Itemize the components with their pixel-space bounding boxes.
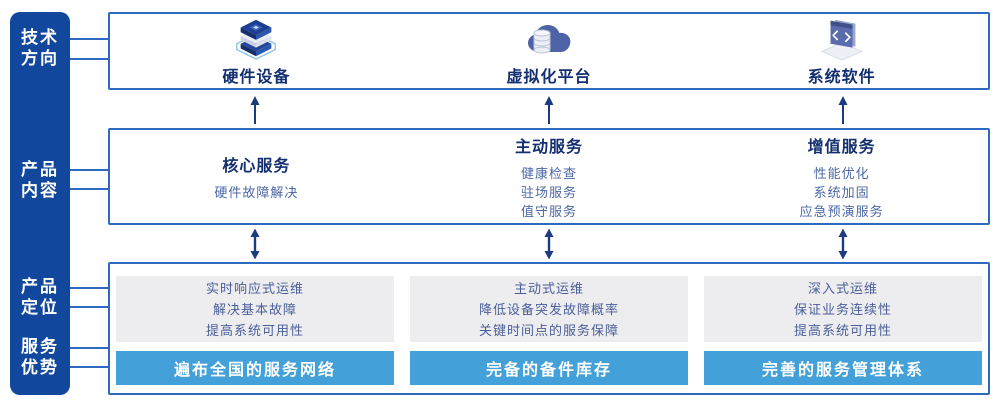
service-item-list: 健康检查驻场服务值守服务 bbox=[521, 164, 577, 221]
product-content-box: 核心服务 硬件故障解决 主动服务 健康检查驻场服务值守服务 增值服务 性能优化系… bbox=[108, 128, 990, 225]
positioning-panel: 实时响应式运维解决基本故障提高系统可用性 bbox=[116, 276, 394, 342]
tech-label-software: 系统软件 bbox=[807, 69, 876, 86]
positioning-point: 保证业务连续性 bbox=[793, 301, 892, 317]
service-item: 驻场服务 bbox=[521, 184, 578, 200]
service-item: 性能优化 bbox=[813, 165, 870, 181]
up-arrow-icon bbox=[247, 95, 263, 125]
positioning-panel: 主动式运维降低设备突发故障概率关键时间点的服务保障 bbox=[410, 276, 688, 342]
connector-line bbox=[70, 347, 108, 349]
service-item: 硬件故障解决 bbox=[214, 184, 299, 200]
service-column-core: 核心服务 硬件故障解决 bbox=[110, 130, 403, 223]
connector-line bbox=[70, 287, 108, 289]
double-arrow-icon bbox=[541, 228, 557, 260]
positioning-column-deep: 深入式运维保证业务连续性提高系统可用性 完善的服务管理体系 bbox=[704, 276, 982, 385]
service-item-list: 硬件故障解决 bbox=[214, 183, 298, 202]
advantage-banner: 完备的备件库存 bbox=[410, 351, 688, 385]
positioning-point: 解决基本故障 bbox=[212, 301, 297, 317]
positioning-point: 深入式运维 bbox=[807, 280, 878, 296]
service-item: 系统加固 bbox=[813, 184, 870, 200]
service-item-list: 性能优化系统加固应急预演服务 bbox=[800, 164, 884, 221]
connector-line bbox=[70, 169, 108, 171]
tech-column-hardware: 硬件设备 bbox=[110, 14, 403, 88]
code-window-icon bbox=[820, 19, 864, 61]
positioning-point: 实时响应式运维 bbox=[205, 280, 304, 296]
service-column-proactive: 主动服务 健康检查驻场服务值守服务 bbox=[403, 130, 696, 223]
connector-line bbox=[70, 366, 108, 368]
connector-line bbox=[70, 188, 108, 190]
positioning-point: 主动式运维 bbox=[513, 280, 584, 296]
service-title: 主动服务 bbox=[515, 138, 584, 156]
sidebar-label-product-content: 产品 内容 bbox=[21, 160, 59, 200]
sidebar: 技术 方向 产品 内容 产品 定位 服务 优势 bbox=[10, 12, 70, 395]
positioning-column-realtime: 实时响应式运维解决基本故障提高系统可用性 遍布全国的服务网络 bbox=[116, 276, 394, 385]
cloud-database-icon bbox=[528, 25, 571, 54]
service-item: 应急预演服务 bbox=[799, 203, 884, 219]
sidebar-label-product-positioning: 产品 定位 bbox=[21, 277, 59, 317]
connector-line bbox=[70, 306, 108, 308]
positioning-point: 关键时间点的服务保障 bbox=[478, 322, 619, 338]
positioning-column-proactive: 主动式运维降低设备突发故障概率关键时间点的服务保障 完备的备件库存 bbox=[410, 276, 688, 385]
service-title: 核心服务 bbox=[222, 157, 291, 175]
positioning-point: 提高系统可用性 bbox=[205, 322, 304, 338]
service-item: 值守服务 bbox=[521, 203, 578, 219]
service-column-value-added: 增值服务 性能优化系统加固应急预演服务 bbox=[695, 130, 988, 223]
advantage-banner: 遍布全国的服务网络 bbox=[116, 351, 394, 385]
positioning-point: 提高系统可用性 bbox=[793, 322, 892, 338]
tech-label-virtualization: 虚拟化平台 bbox=[506, 69, 592, 86]
advantage-banner: 完善的服务管理体系 bbox=[704, 351, 982, 385]
up-arrow-icon bbox=[835, 95, 851, 125]
product-positioning-box: 实时响应式运维解决基本故障提高系统可用性 遍布全国的服务网络 主动式运维降低设备… bbox=[108, 262, 990, 395]
service-title: 增值服务 bbox=[807, 138, 876, 156]
sidebar-label-service-advantage: 服务 优势 bbox=[21, 337, 59, 377]
connector-line bbox=[70, 38, 108, 40]
positioning-panel: 深入式运维保证业务连续性提高系统可用性 bbox=[704, 276, 982, 342]
up-arrow-icon bbox=[541, 95, 557, 125]
double-arrow-icon bbox=[835, 228, 851, 260]
sidebar-label-tech-direction: 技术 方向 bbox=[21, 28, 59, 68]
service-item: 健康检查 bbox=[521, 165, 578, 181]
tech-label-hardware: 硬件设备 bbox=[222, 69, 291, 86]
tech-direction-box: 硬件设备 虚拟化平台 系统软件 bbox=[108, 12, 990, 90]
positioning-point: 降低设备突发故障概率 bbox=[478, 301, 619, 317]
tech-column-software: 系统软件 bbox=[695, 14, 988, 88]
tech-column-virtualization: 虚拟化平台 bbox=[403, 14, 696, 88]
connector-line bbox=[70, 58, 108, 60]
double-arrow-icon bbox=[247, 228, 263, 260]
server-stack-icon bbox=[236, 19, 277, 60]
